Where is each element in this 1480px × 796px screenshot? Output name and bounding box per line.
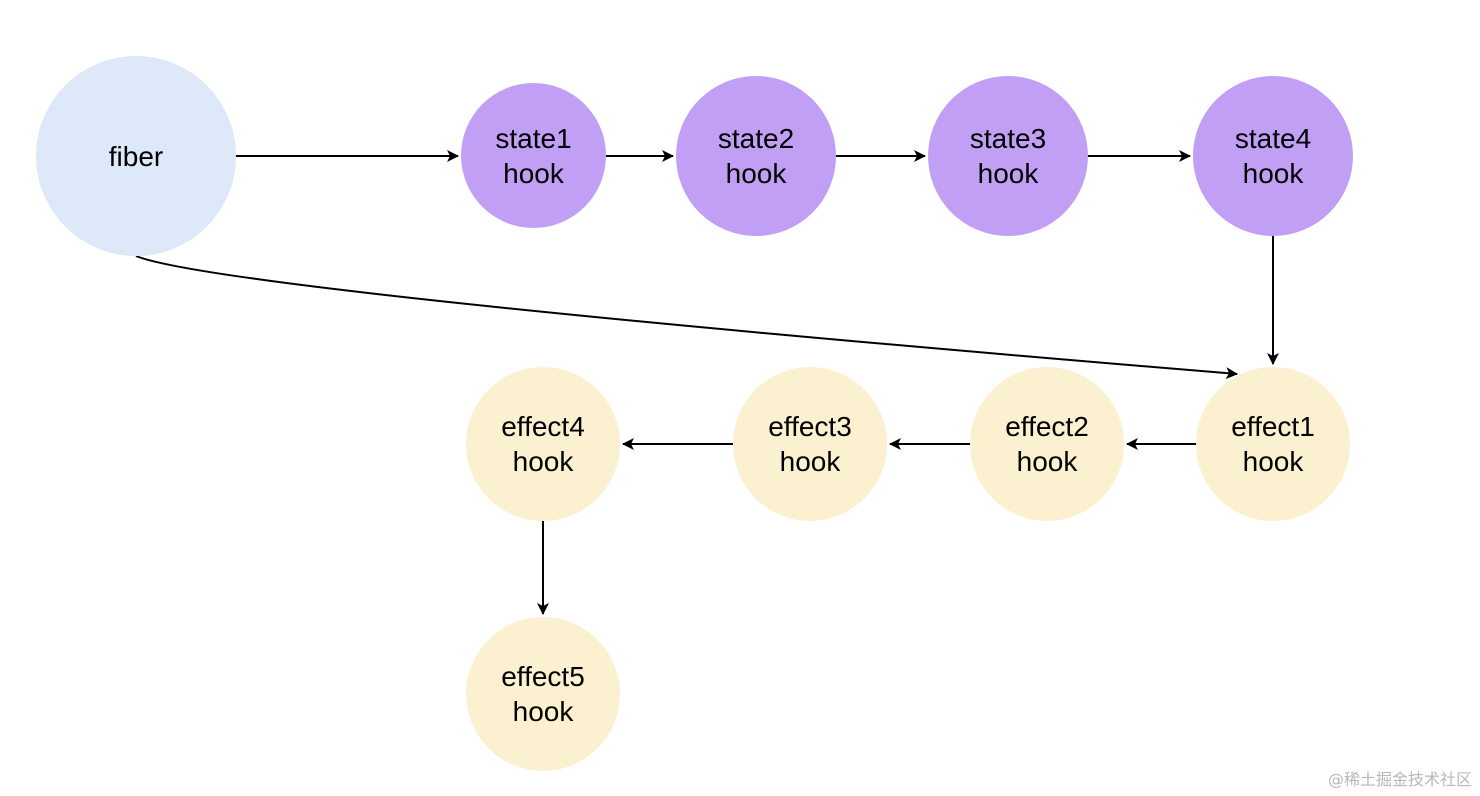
effect4-hook-node: effect4 hook	[466, 367, 620, 521]
state1-hook-node: state1 hook	[461, 83, 606, 228]
state4-label-line2: hook	[1242, 158, 1304, 189]
watermark-text: @稀土掘金技术社区	[1327, 770, 1472, 789]
state1-label-line1: state1	[495, 122, 572, 154]
state2-label-line1: state2	[717, 123, 795, 154]
state3-label-line2: hook	[977, 158, 1039, 189]
effect5-hook-node: effect5 hook	[466, 617, 620, 771]
state4-hook-node: state4 hook	[1193, 76, 1353, 236]
state4-label-line1: state4	[1234, 123, 1312, 154]
state3-label-line1: state3	[969, 123, 1047, 154]
state2-label-line2: hook	[725, 158, 787, 189]
state1-label-line2: hook	[503, 157, 564, 189]
effect2-label-line1: effect2	[1005, 411, 1089, 442]
fiber-node: fiber	[36, 56, 236, 256]
fiber-label: fiber	[108, 140, 164, 172]
effect3-hook-node: effect3 hook	[733, 367, 887, 521]
effect3-label-line1: effect3	[768, 411, 852, 442]
effect2-label-line2: hook	[1016, 446, 1078, 477]
effect5-label-line2: hook	[512, 696, 574, 727]
effect3-label-line2: hook	[779, 446, 841, 477]
effect1-label-line1: effect1	[1231, 411, 1315, 442]
effect1-hook-node: effect1 hook	[1196, 367, 1350, 521]
effect2-hook-node: effect2 hook	[970, 367, 1124, 521]
arrow-fiber-to-effect1	[135, 255, 1238, 380]
state3-hook-node: state3 hook	[928, 76, 1088, 236]
effect4-label-line2: hook	[512, 446, 574, 477]
state2-hook-node: state2 hook	[676, 76, 836, 236]
effect4-label-line1: effect4	[501, 411, 585, 442]
edges-layer	[135, 150, 1279, 615]
effect1-label-line2: hook	[1242, 446, 1304, 477]
effect5-label-line1: effect5	[501, 661, 585, 692]
